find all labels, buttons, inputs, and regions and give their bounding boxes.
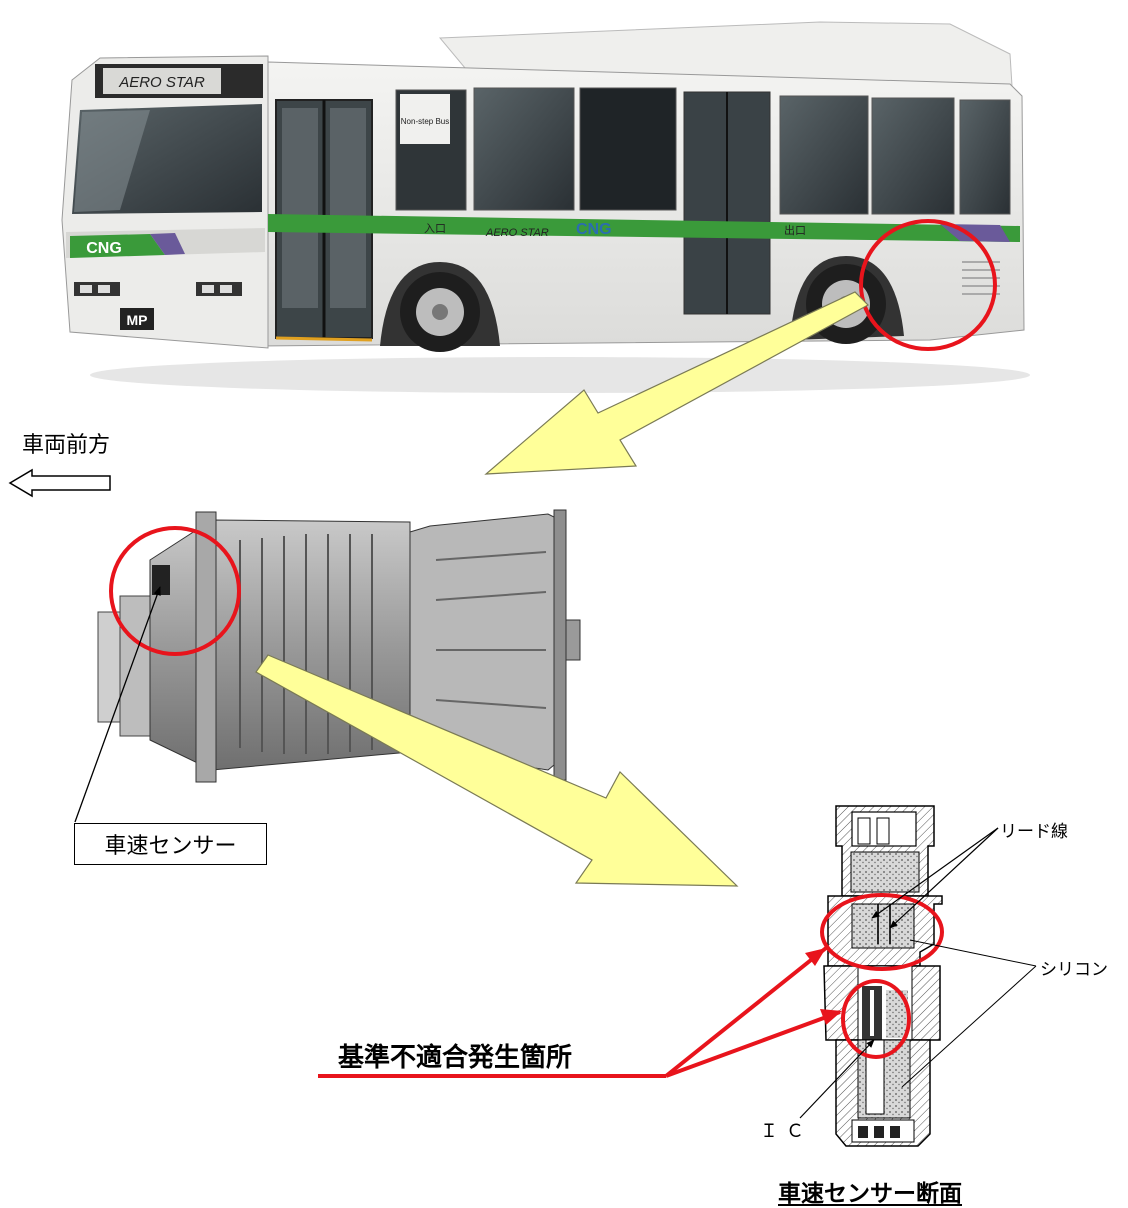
callout-arrow-bus-to-transmission: [484, 291, 869, 475]
sensor-cross-section-title: 車速センサー断面: [778, 1181, 962, 1207]
transmission-highlight-circle: [109, 526, 241, 656]
defect-arrowhead-upper-icon: [805, 948, 826, 966]
lead-wire-leader-1: [871, 827, 999, 919]
sensor-ic-highlight-circle: [841, 979, 911, 1059]
front-cng-text: CNG: [86, 240, 122, 257]
defect-arrow-lower: [665, 1010, 841, 1078]
entrance-text: 入口: [424, 223, 446, 235]
speed-sensor-label: 車速センサー: [104, 834, 237, 859]
lead-wire-label: リード線: [1000, 822, 1068, 842]
vehicle-front-arrow-icon: [8, 468, 111, 498]
speed-sensor-label-box: 車速センサー: [74, 823, 267, 865]
transmission-illustration: [97, 509, 581, 783]
defect-arrowhead-lower-icon: [820, 1009, 842, 1025]
window-sign-text: Non-step Bus: [401, 117, 449, 126]
sensor-upper-highlight-circle: [820, 893, 944, 971]
defect-arrow-upper: [664, 946, 828, 1078]
lead-wire-leader-2: [889, 827, 999, 929]
silicon-leader-2: [901, 965, 1037, 1088]
side-brand-text: AERO STAR: [485, 227, 549, 239]
callout-arrow-transmission-to-sensor: [255, 654, 739, 887]
defect-location-label: 基準不適合発生箇所: [338, 1043, 573, 1073]
plate-text: MP: [127, 312, 148, 328]
ic-label: ＩＣ: [760, 1121, 812, 1142]
sensor-cross-section-illustration: [823, 805, 943, 1147]
speed-sensor-leader-line: [74, 586, 161, 823]
bus-illustration: AERO STAR CNG MP Non-step Bus: [61, 21, 1030, 393]
ic-leader: [799, 1039, 875, 1119]
silicon-label: シリコン: [1040, 960, 1108, 980]
exit-text: 出口: [784, 223, 806, 237]
destination-sign-text: AERO STAR: [118, 74, 205, 91]
bus-highlight-circle: [859, 219, 997, 351]
side-cng-text: CNG: [576, 221, 612, 238]
silicon-leader-1: [909, 939, 1037, 967]
vehicle-front-label: 車両前方: [22, 433, 110, 458]
